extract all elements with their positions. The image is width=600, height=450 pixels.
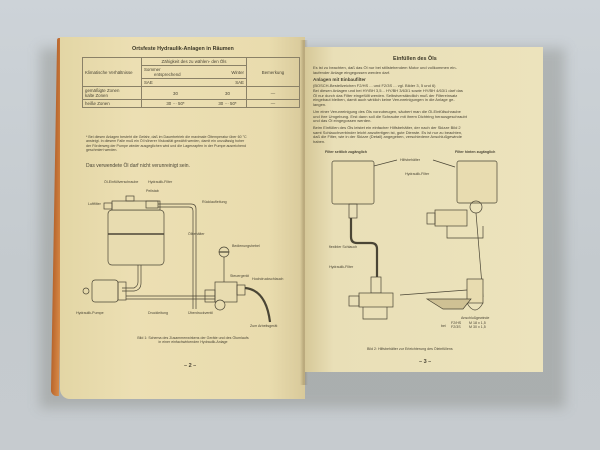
svg-text:Rücklaufleitung: Rücklaufleitung <box>202 200 227 204</box>
paragraph-aux-tank: Beim Einfüllen des Öls leistet ein einfa… <box>313 125 463 145</box>
page-number-left: – 2 – <box>184 363 197 369</box>
hydraulic-schematic-diagram: Öl-Einfüllverschraube Hydraulik-Filter L… <box>76 180 283 328</box>
svg-text:F2/3S: F2/3S <box>451 325 461 329</box>
svg-text:Luftfilter: Luftfilter <box>88 202 102 206</box>
left-page: Ortsfeste Hydraulik-Anlagen in Räumen Kl… <box>60 37 305 399</box>
svg-text:Hochdruckschlauch: Hochdruckschlauch <box>252 277 283 281</box>
svg-text:Filter hinten zugänglich: Filter hinten zugänglich <box>455 150 495 154</box>
svg-text:bei: bei <box>441 324 446 328</box>
svg-text:Hydraulik-Pumpe: Hydraulik-Pumpe <box>76 311 104 315</box>
oil-viscosity-table: Klimatische Verhältnisse Zähigkeit des z… <box>82 57 300 108</box>
svg-text:Hydraulik-Filter: Hydraulik-Filter <box>405 172 430 176</box>
book-gutter <box>300 40 308 385</box>
svg-text:Peilstab: Peilstab <box>146 189 159 193</box>
svg-text:Filter seitlich zugänglich: Filter seitlich zugänglich <box>325 150 367 154</box>
svg-text:Öl-Einfüllverschraube: Öl-Einfüllverschraube <box>104 180 138 184</box>
paragraph-filter: Bei diesen Anlagen und bei HY/BH 3,5... … <box>313 88 463 108</box>
subsection-heading: Anlagen mit Einbaufilter <box>313 77 366 82</box>
right-page: Einfüllen des Öls Es ist zu beachten, da… <box>305 47 543 372</box>
aux-tank-diagram: Filter seitlich zugänglich Filter hinten… <box>325 150 498 329</box>
page-number-right: – 3 – <box>419 359 432 365</box>
subsection-subtitle: (BOSCH-Bestellzeichen F2/HS ... und F2/3… <box>313 82 436 88</box>
table-row: heiße Zonen 30 ··· 50* 30 ··· 50* — <box>82 99 300 108</box>
paragraph-cleaning: Um einer Verunreinigung des Öls vorzubeu… <box>313 109 467 124</box>
svg-text:Hilfsbehälter: Hilfsbehälter <box>400 158 421 162</box>
svg-text:Ölbehälter: Ölbehälter <box>188 232 205 236</box>
svg-text:Überdruckventil: Überdruckventil <box>188 311 213 315</box>
section-title: Einfüllen des Öls <box>393 56 437 62</box>
intro-paragraph: Es ist zu beachten, daß das Öl nur bei s… <box>313 65 457 75</box>
svg-text:Druckleitung: Druckleitung <box>148 311 168 315</box>
table-footnote: * Bei diesen Anlagen besteht die Gefahr,… <box>86 135 247 152</box>
header-viscosity: Zähigkeit des zu wählen- den Öls <box>141 57 247 66</box>
oil-note: Das verwendete Öl darf nicht verunreinig… <box>86 163 190 169</box>
svg-text:Zum Arbeitsgerät: Zum Arbeitsgerät <box>250 324 277 328</box>
figure-2-caption: Bild 2: Hilfsbehälter zur Erleichterung … <box>367 347 453 351</box>
svg-text:Steuergerät: Steuergerät <box>230 274 249 278</box>
svg-text:M 18 x 1,5: M 18 x 1,5 <box>469 321 486 325</box>
svg-text:Hydraulik-Filter: Hydraulik-Filter <box>148 180 173 184</box>
header-remark: Bemerkung <box>246 57 300 87</box>
svg-text:M 30 x 1,5: M 30 x 1,5 <box>469 325 486 329</box>
svg-text:Bedienungshebel: Bedienungshebel <box>232 244 260 248</box>
header-sae-summer: SAE <box>141 78 209 87</box>
svg-text:F2/HS: F2/HS <box>451 321 462 325</box>
svg-text:Hydraulik-Filter: Hydraulik-Filter <box>329 265 354 269</box>
header-winter: Winter <box>209 65 247 79</box>
table-title: Ortsfeste Hydraulik-Anlagen in Räumen <box>132 46 234 52</box>
figure-1-caption: Bild 1: Schema des Zusammenwirkens der G… <box>137 336 249 345</box>
svg-text:Anschlußgewinde: Anschlußgewinde <box>461 316 489 320</box>
header-climate: Klimatische Verhältnisse <box>82 57 142 87</box>
header-sae-winter: SAE <box>209 78 247 87</box>
svg-text:flexibler Schlauch: flexibler Schlauch <box>329 245 357 249</box>
